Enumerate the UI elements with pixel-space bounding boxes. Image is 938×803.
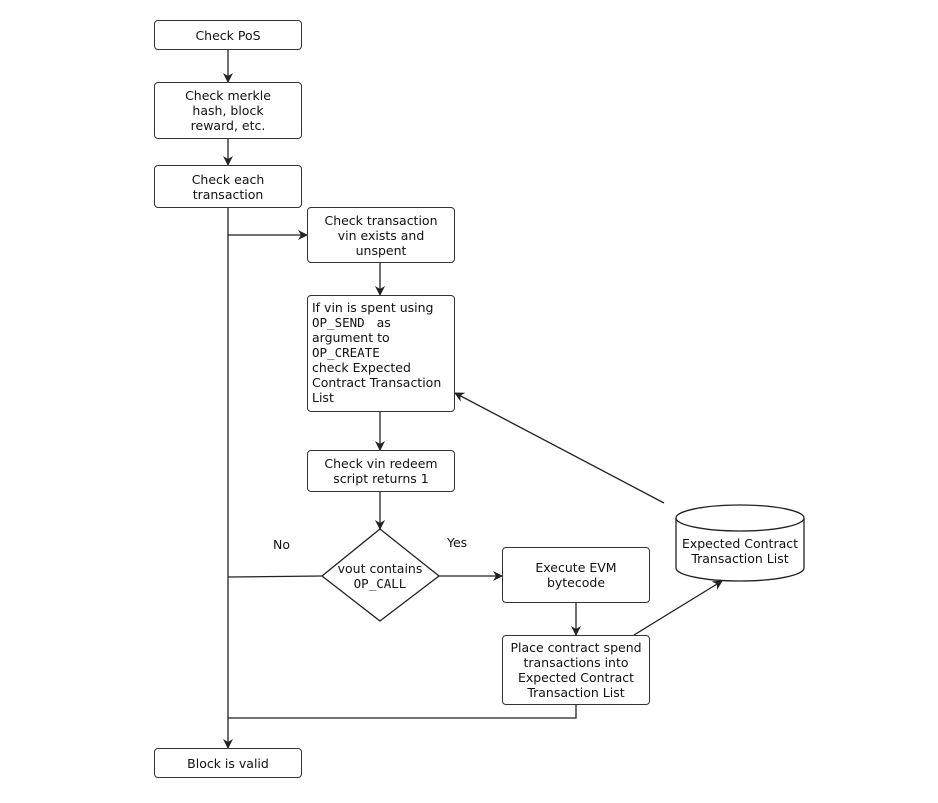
node-check-vin-exists: Check transaction vin exists and unspent bbox=[307, 207, 455, 263]
arrow-place-to-db bbox=[633, 580, 723, 636]
node-check-vin-exists-text: Check transaction vin exists and unspent bbox=[324, 212, 438, 258]
vin-spent-line7: List bbox=[312, 390, 334, 405]
place-return-line bbox=[228, 704, 577, 719]
node-block-valid-text: Block is valid bbox=[187, 755, 269, 771]
node-place-contract: Place contract spend transactions into E… bbox=[502, 635, 650, 705]
node-check-merkle: Check merkle hash, block reward, etc. bbox=[154, 82, 302, 139]
node-check-pos-text: Check PoS bbox=[195, 27, 261, 43]
decision-text: vout contains OP_CALL bbox=[320, 561, 440, 591]
node-check-each-transaction-text: Check each transaction bbox=[191, 171, 265, 202]
node-execute-evm-text: Execute EVM bytecode bbox=[535, 560, 617, 590]
no-branch-line bbox=[227, 575, 323, 578]
node-execute-evm: Execute EVM bytecode bbox=[502, 547, 650, 603]
node-check-pos: Check PoS bbox=[154, 20, 302, 50]
vin-spent-line2: OP_SEND as bbox=[312, 315, 441, 330]
vin-spent-line3: argument to bbox=[312, 330, 390, 345]
vin-spent-line5: check Expected bbox=[312, 360, 411, 375]
database-label: Expected Contract Transaction List bbox=[681, 536, 799, 566]
decision-line1: vout contains bbox=[337, 561, 423, 576]
node-vin-spent-check: If vin is spent using OP_SEND as argumen… bbox=[307, 295, 455, 412]
node-vin-spent-text: If vin is spent using OP_SEND as argumen… bbox=[312, 300, 441, 405]
node-place-contract-text: Place contract spend transactions into E… bbox=[510, 640, 642, 700]
edge-label-no: No bbox=[273, 537, 290, 552]
vin-spent-line6: Contract Transaction bbox=[312, 375, 442, 390]
node-check-redeem: Check vin redeem script returns 1 bbox=[307, 450, 455, 492]
vin-spent-as: as bbox=[376, 315, 391, 330]
op-call-code: OP_CALL bbox=[353, 576, 407, 591]
decision-diamond bbox=[320, 528, 441, 622]
op-create-code: OP_CREATE bbox=[312, 345, 380, 360]
node-check-redeem-text: Check vin redeem script returns 1 bbox=[324, 456, 438, 486]
edge-label-yes: Yes bbox=[447, 535, 468, 550]
op-send-code: OP_SEND bbox=[312, 315, 365, 330]
node-check-each-transaction: Check each transaction bbox=[154, 165, 302, 208]
vin-spent-line1: If vin is spent using bbox=[312, 300, 434, 315]
database-cylinder bbox=[675, 504, 805, 582]
node-check-merkle-text: Check merkle hash, block reward, etc. bbox=[185, 88, 271, 133]
node-block-valid: Block is valid bbox=[154, 748, 302, 778]
arrow-db-to-spent bbox=[454, 392, 665, 504]
